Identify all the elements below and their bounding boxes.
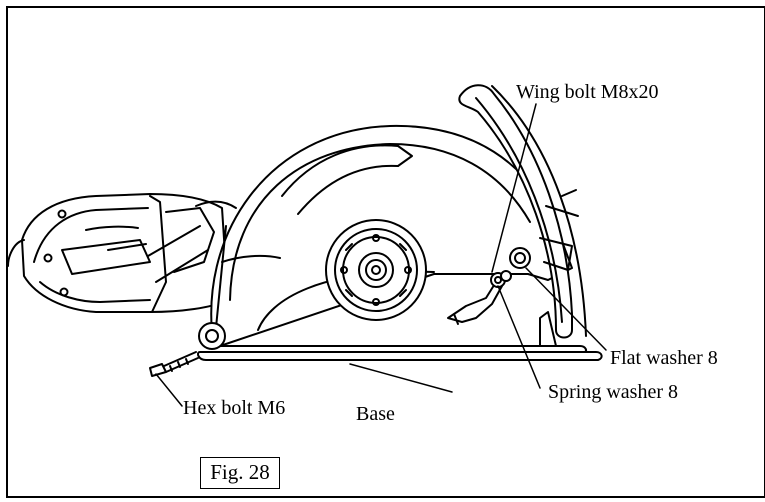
- base-plate: [197, 311, 603, 361]
- wing-bolt-assembly: [447, 247, 531, 325]
- label-wing-bolt: Wing bolt M8x20: [516, 81, 659, 103]
- depth-guide-slot: [458, 84, 587, 339]
- spindle-flange: [325, 219, 427, 321]
- label-spring-washer: Spring washer 8: [548, 381, 678, 403]
- label-hex-bolt: Hex bolt M6: [183, 397, 285, 419]
- leader-lines: [155, 103, 607, 407]
- label-flat-washer: Flat washer 8: [610, 347, 718, 369]
- figure-caption: Fig. 28: [200, 457, 280, 489]
- motor-housing: [7, 193, 237, 313]
- label-base: Base: [356, 403, 395, 425]
- hex-bolt: [149, 322, 226, 377]
